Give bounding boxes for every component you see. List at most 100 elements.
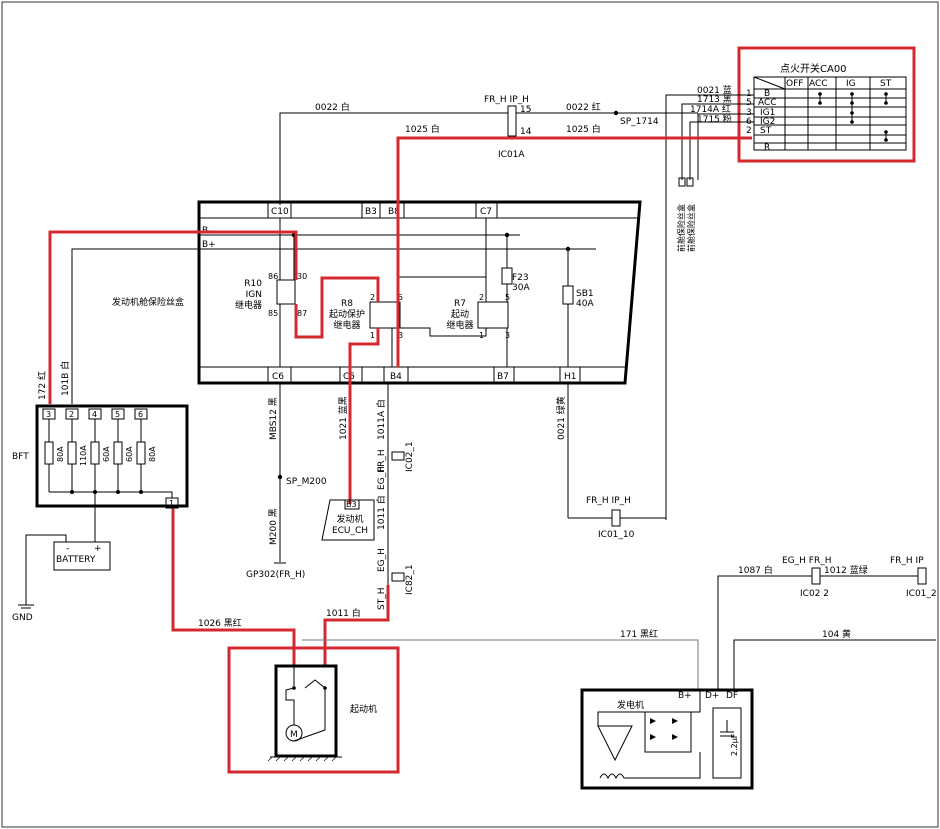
wire-101b: 101B 白 <box>59 361 71 396</box>
ign-pin-3: 3 <box>746 108 752 118</box>
wire-1012: 1012 蓝绿 <box>824 564 868 576</box>
r8-pin2: 2 <box>370 293 375 302</box>
starter-motor: M 起动机 <box>267 664 377 762</box>
r10-pin87: 87 <box>297 309 307 318</box>
ign-pin-1: 1 <box>746 89 752 99</box>
ic82-1-side1: EG_H <box>377 548 387 572</box>
wire-104: 104 黄 <box>822 628 851 640</box>
ign-pin-2: 2 <box>746 126 752 136</box>
ignition-switch: 点火开关CA00 OFF ACC IG ST B ACC IG1 IG2 ST … <box>737 46 916 163</box>
ic01-2-top: FR_H IP <box>890 556 924 566</box>
ign-wire-1714a: 1714A 红 <box>690 103 731 115</box>
bft-fuse-1: 80A <box>56 446 65 462</box>
pin-b7: B7 <box>497 372 509 382</box>
ic02-1-name: IC02_1 <box>405 441 415 472</box>
ic01-10-name: IC01_10 <box>598 530 635 540</box>
ic01a-name: IC01A <box>498 150 525 160</box>
battery-label: BATTERY <box>56 555 96 565</box>
wire-mbs12: MBS12 黑 <box>268 397 279 440</box>
r8-pin1: 1 <box>370 331 375 340</box>
ign-col-acc: ACC <box>809 79 828 89</box>
bft-pin4: 4 <box>92 410 97 419</box>
alt-label: 发电机 <box>617 699 644 711</box>
pin-b8: B8 <box>388 207 400 217</box>
bft-pin3: 3 <box>46 410 51 419</box>
bft-pin1: 1 <box>169 499 174 508</box>
wire-1025-b: 1025 白 <box>566 123 601 135</box>
wire-1026: 1026 黑红 <box>198 617 242 629</box>
r7-pin2: 2 <box>479 293 484 302</box>
fuse-box-title: 发动机舱保险丝盒 <box>112 296 184 308</box>
ic02-1-side: EG_H <box>377 466 387 490</box>
alt-term-bplus: B+ <box>678 691 692 701</box>
sp-1714: SP_1714 <box>620 117 659 127</box>
ic01-10-top: FR_H IP_H <box>586 496 631 506</box>
connector-ic01-2: FR_H IP IC01_2 <box>890 556 937 599</box>
engine-fuse-box: B- B+ 发动机舱保险丝盒 C10 B3 B8 C7 C6 C5 B4 B7 … <box>112 200 642 385</box>
battery-minus: - <box>66 544 69 554</box>
alt-cap: 2.2μF <box>730 733 739 756</box>
gp302-label: GP302(FR_H) <box>246 570 305 580</box>
wire-0022-red: 0022 红 <box>566 101 601 113</box>
ic02-1-top: FR_H <box>377 449 387 472</box>
wire-0021: 0021 绿黄 <box>555 396 567 440</box>
ign-wire-0021: 0021 蓝 <box>697 84 732 96</box>
wire-1011: 1011 白 <box>375 495 387 530</box>
ic01a-pin15: 15 <box>520 105 531 115</box>
connector-ic01a: FR_H IP_H 15 14 IC01A <box>484 95 532 160</box>
wire-1021: 1021 蓝黑 <box>337 396 349 440</box>
ic02-2-name: IC02 2 <box>800 589 829 599</box>
ic01a-top: FR_H IP_H <box>484 95 529 105</box>
bus-b-plus: B+ <box>202 240 216 250</box>
ic82-1-side2: ST_H <box>377 588 387 610</box>
ign-col-ig: IG <box>846 79 856 89</box>
ign-col-off: OFF <box>786 79 803 89</box>
wire-172: 172 红 <box>36 371 48 400</box>
wire-1025-a: 1025 白 <box>405 123 440 135</box>
alt-term-dplus: D+ <box>705 691 719 701</box>
battery-plus: + <box>94 544 102 554</box>
r10-pin30: 30 <box>297 272 307 281</box>
wire-1011a: 1011A 白 <box>375 399 387 440</box>
ignition-switch-title: 点火开关CA00 <box>780 62 847 75</box>
sp-m200: SP_M200 <box>286 477 327 487</box>
ign-wire-1715: 1715 粉 <box>697 113 732 125</box>
ign-row-ig2: IG2 <box>760 117 775 127</box>
bft-fuse-2: 110A <box>79 445 88 466</box>
bft-fuse-4: 60A <box>125 446 134 462</box>
ign-pin-5: 5 <box>746 98 752 108</box>
bft-pin2: 2 <box>69 410 74 419</box>
connector-ic01-10: FR_H IP_H IC01_10 <box>586 496 635 540</box>
ign-wire-1713: 1713 黑 <box>697 94 732 105</box>
pin-c6: C6 <box>272 372 284 382</box>
bft-label: BFT <box>12 452 29 462</box>
ic01a-pin14: 14 <box>520 127 532 137</box>
pin-h1: H1 <box>564 372 577 382</box>
alt-term-df: DF <box>726 691 738 701</box>
wire-171: 171 黑红 <box>620 628 658 640</box>
ign-row-b: B <box>764 89 770 99</box>
r8-pin3: 3 <box>398 331 403 340</box>
bft-box: BFT 3 2 4 5 6 1 80A 110A 60A 60A 80A <box>12 404 189 509</box>
side-label-1: 前舱保险丝盒 <box>676 204 686 252</box>
ic82-1-name: IC82_1 <box>405 564 415 595</box>
ign-row-ig1: IG1 <box>760 108 775 118</box>
ign-col-st: ST <box>880 79 892 89</box>
starter-motor-m: M <box>290 730 298 740</box>
ecu-pin-b3: B3 <box>346 500 357 509</box>
r7-pin5: 5 <box>505 293 510 302</box>
alternator: B+ D+ DF 发电机 2.2μF <box>580 688 754 790</box>
ic02-2-top: EG_H FR_H <box>782 556 832 566</box>
wire-m200: M200 黑 <box>268 508 279 545</box>
r8-pin5: 5 <box>398 293 403 302</box>
